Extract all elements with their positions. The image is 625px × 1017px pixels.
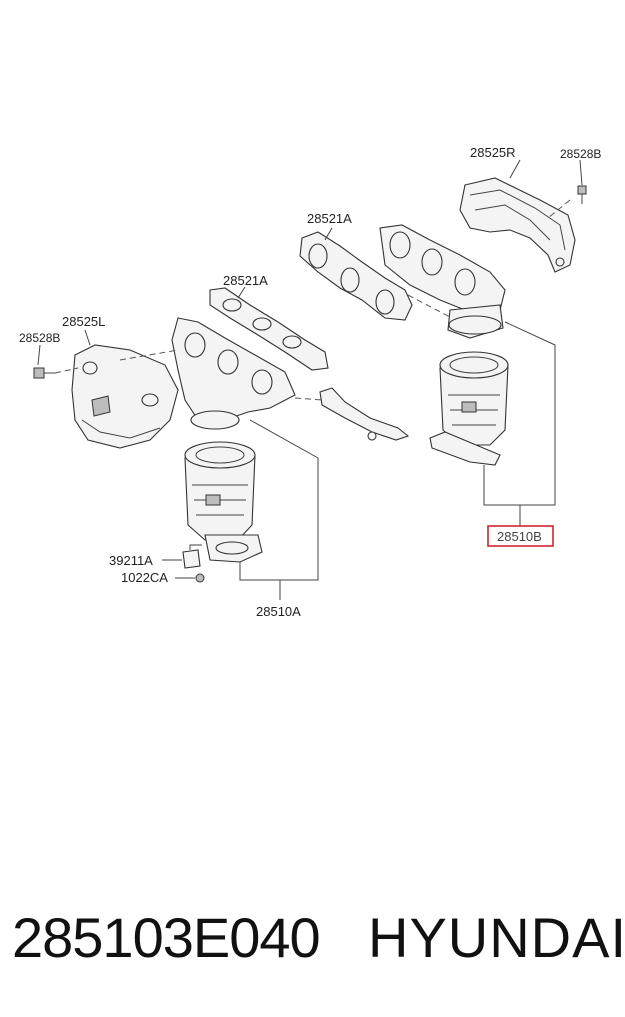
heat-shield-left[interactable] [71,344,179,449]
label-28510a[interactable]: 28510A [256,604,301,619]
manifold-left[interactable] [171,317,296,430]
gasket-left[interactable] [209,287,329,371]
label-28521a-left[interactable]: 28521A [223,273,268,288]
label-28521a-right[interactable]: 28521A [307,211,352,226]
part-number: 285103E040 [12,906,321,969]
nut-1022ca[interactable] [195,573,205,583]
highlight-box-28510b [487,525,554,547]
bolt-right[interactable] [577,185,587,204]
manifold-right[interactable] [379,224,506,339]
heat-shield-right[interactable] [459,177,576,273]
label-28528b-left[interactable]: 28528B [19,331,60,345]
manifold-bracket[interactable] [319,387,410,441]
label-28525l[interactable]: 28525L [62,314,105,329]
label-1022ca[interactable]: 1022CA [121,570,168,585]
bracket-39211a[interactable] [182,544,202,569]
catalytic-converter-right[interactable] [429,351,509,466]
gasket-right[interactable] [299,231,413,321]
brand-name: HYUNDAI [368,906,625,969]
caption: 285103E040 HYUNDAI [0,905,625,975]
bolt-left[interactable] [33,367,55,379]
label-28510b[interactable]: 28510B [497,529,542,544]
label-28528b-right[interactable]: 28528B [560,147,601,161]
label-28525r[interactable]: 28525R [470,145,516,160]
label-39211a[interactable]: 39211A [109,553,153,568]
catalytic-converter-left[interactable] [184,441,263,563]
exhaust-manifold-diagram: 28525R 28528B 28521A 28521A 28525L 28528… [19,145,601,619]
